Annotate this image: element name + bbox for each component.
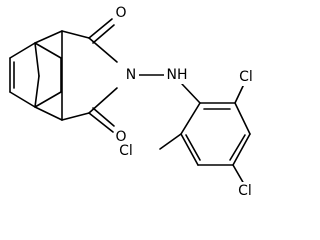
- bond-nh-aryl: [181, 83, 201, 104]
- bond-ring: [88, 37, 118, 63]
- amine-nh-label: NH: [167, 67, 188, 83]
- bond-aryl-double: [229, 134, 246, 161]
- bond-aryl: [180, 133, 199, 166]
- oxygen-label: O: [115, 5, 126, 21]
- nitrogen-label: N: [126, 67, 136, 83]
- bond-ring: [34, 42, 62, 59]
- bond-ring: [88, 87, 118, 114]
- bond-aryl: [234, 102, 251, 135]
- imide-ring: [61, 18, 118, 133]
- bond-ring: [9, 42, 36, 59]
- atom-labels: O N NH Cl O Cl Cl: [112, 4, 258, 200]
- bond-ring: [34, 91, 62, 108]
- bond-ring: [9, 91, 36, 108]
- bond-aryl: [232, 133, 251, 166]
- bond-bridge: [34, 75, 40, 108]
- chemical-structure-diagram: O N NH Cl O Cl Cl: [9, 4, 258, 200]
- bond-bridge: [34, 42, 40, 77]
- norbornene-ring: [9, 30, 63, 121]
- chlorine-label: Cl: [239, 69, 253, 85]
- bond-carbonyl: [88, 18, 113, 39]
- chlorine-label: Cl: [119, 143, 133, 159]
- bond-ring: [61, 112, 90, 121]
- chlorine-label: Cl: [238, 183, 252, 199]
- aryl-hydrazide: [130, 74, 251, 185]
- bond-c-cl: [232, 164, 245, 185]
- bond-carbonyl: [92, 107, 115, 127]
- bond-aryl-double: [185, 134, 201, 161]
- bond-ring: [61, 30, 90, 39]
- bond-c-cl: [234, 83, 245, 104]
- bond-bridgehead: [34, 106, 63, 121]
- bond-c-cl: [159, 133, 182, 150]
- bond-carbonyl: [88, 112, 114, 133]
- oxygen-label: O: [115, 129, 126, 145]
- bond-carbonyl: [92, 24, 115, 44]
- bond-bridgehead: [34, 30, 63, 44]
- bond-aryl: [180, 102, 201, 135]
